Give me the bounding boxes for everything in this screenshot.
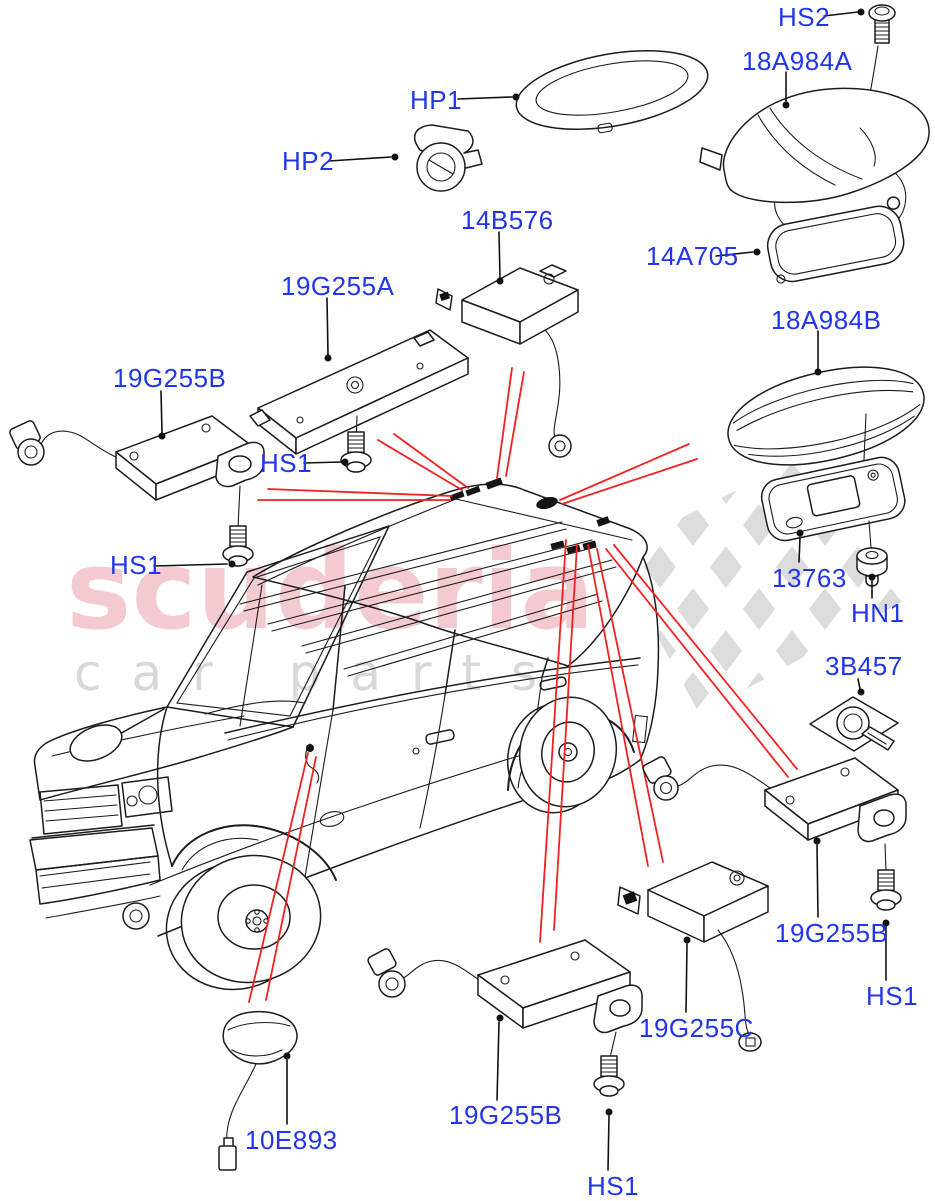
part-label-hp2: HP2 xyxy=(282,146,335,176)
part-label-13763: 13763 xyxy=(772,563,847,593)
cover-18a984b-drawing xyxy=(727,366,925,466)
module-14b576-drawing xyxy=(435,264,579,458)
front-wheel-drawing xyxy=(165,854,322,991)
red-leader-lines xyxy=(248,367,798,1003)
side-mirror-drawing xyxy=(69,708,165,762)
screw-hs1-top-drawing xyxy=(340,431,372,473)
nut-hn1-drawing xyxy=(856,520,888,587)
watermark-brand-text: scuderia xyxy=(66,526,595,654)
plate-13763-drawing xyxy=(760,456,906,542)
gasket-14a705-drawing xyxy=(766,196,905,284)
vehicle-drawing xyxy=(29,477,660,991)
screw-hs1-right-drawing xyxy=(870,869,902,911)
part-label-19g255a: 19G255A xyxy=(281,271,395,301)
gps-antenna-10e893-drawing xyxy=(218,1010,298,1171)
screw-hs1-bottom-drawing xyxy=(593,1055,625,1097)
part-label-14b576: 14B576 xyxy=(461,205,554,235)
part-label-hn1: HN1 xyxy=(851,598,905,628)
pad-3b457-drawing xyxy=(809,696,899,752)
part-label-3b457: 3B457 xyxy=(825,651,903,681)
windscreen-antenna-mark xyxy=(305,743,320,784)
amplifier-19g255b-bottom-drawing xyxy=(367,939,643,1059)
part-label-hs1-right: HS1 xyxy=(866,981,919,1011)
watermark-tagline-text: car parts xyxy=(74,644,567,702)
amplifier-19g255a-drawing xyxy=(249,329,469,455)
part-label-19g255c: 19G255C xyxy=(639,1013,754,1043)
brand-watermark: scuderia car parts xyxy=(66,526,595,702)
amplifier-19g255c-drawing xyxy=(617,861,769,1052)
part-label-hp1: HP1 xyxy=(410,85,463,115)
part-label-18a984a: 18A984A xyxy=(742,46,853,76)
grommet-hp2-drawing xyxy=(414,124,483,192)
label-leader-lines xyxy=(153,8,890,1171)
part-label-14a705: 14A705 xyxy=(646,241,739,271)
part-label-19g255b-left: 19G255B xyxy=(113,363,227,393)
part-label-10e893: 10E893 xyxy=(245,1125,338,1155)
amplifier-19g255b-left-drawing xyxy=(9,415,265,529)
roof-mount-points xyxy=(449,477,611,554)
part-label-19g255b-bottom: 19G255B xyxy=(449,1100,563,1130)
cover-hp1-drawing xyxy=(515,49,709,134)
part-label-hs1-top: HS1 xyxy=(260,448,313,478)
part-label-18a984b: 18A984B xyxy=(771,305,882,335)
rear-wheel-drawing xyxy=(506,696,618,814)
part-label-hs1-left: HS1 xyxy=(110,550,163,580)
part-label-hs2: HS2 xyxy=(778,2,831,32)
part-label-19g255b-right: 19G255B xyxy=(775,918,889,948)
part-label-hs1-bottom: HS1 xyxy=(587,1171,640,1201)
amplifier-19g255b-right-drawing xyxy=(642,756,907,873)
